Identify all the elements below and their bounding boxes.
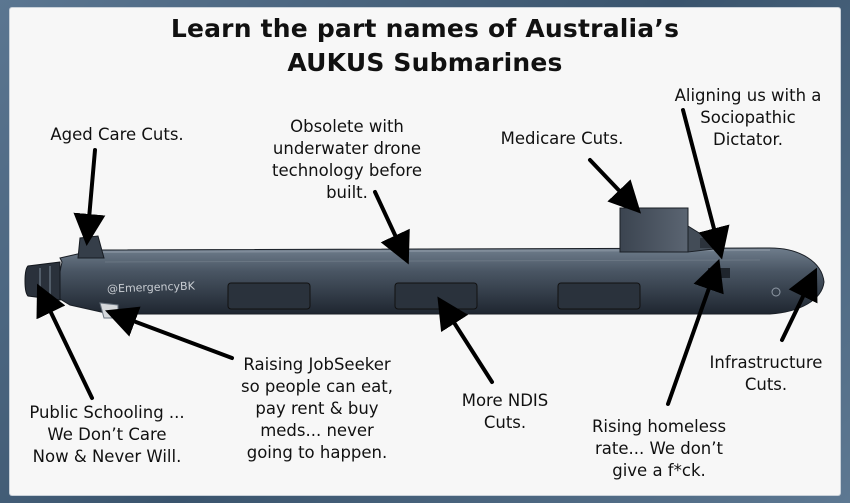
pointer-arrows [36,108,818,406]
label-infrastructure: Infrastructure Cuts. [709,353,823,394]
title-line-2: AUKUS Submarines [287,48,563,77]
title-line-1: Learn the part names of Australia’s [170,14,680,43]
label-jobseeker: Raising JobSeeker so people can eat, pay… [241,355,393,462]
label-ndis: More NDIS Cuts. [461,391,549,432]
arrow-homeless [666,258,724,406]
arrow-jobseeker [105,306,234,360]
arrow-aligning [681,108,730,260]
label-public-schooling: Public Schooling ... We Don’t Care Now &… [29,403,185,466]
label-aged-care: Aged Care Cuts. [50,125,184,144]
propulsor [24,261,61,301]
rudder-fin [77,235,105,259]
arrow-ndis [437,296,494,384]
arrow-public-schooling [36,283,94,400]
label-medicare: Medicare Cuts. [500,129,624,148]
stern-plane [99,302,119,319]
arrow-medicare [588,158,642,214]
arrow-infrastructure [780,267,818,342]
submarine-sail [619,207,724,253]
hull-panels [227,268,781,310]
arrow-obsolete [373,190,410,265]
label-homeless: Rising homeless rate... We don’t give a … [591,417,727,480]
label-obsolete: Obsolete with underwater drone technolog… [272,117,422,202]
arrow-aged-care [73,148,106,246]
label-aligning: Aligning us with a Sociopathic Dictator. [674,86,822,149]
